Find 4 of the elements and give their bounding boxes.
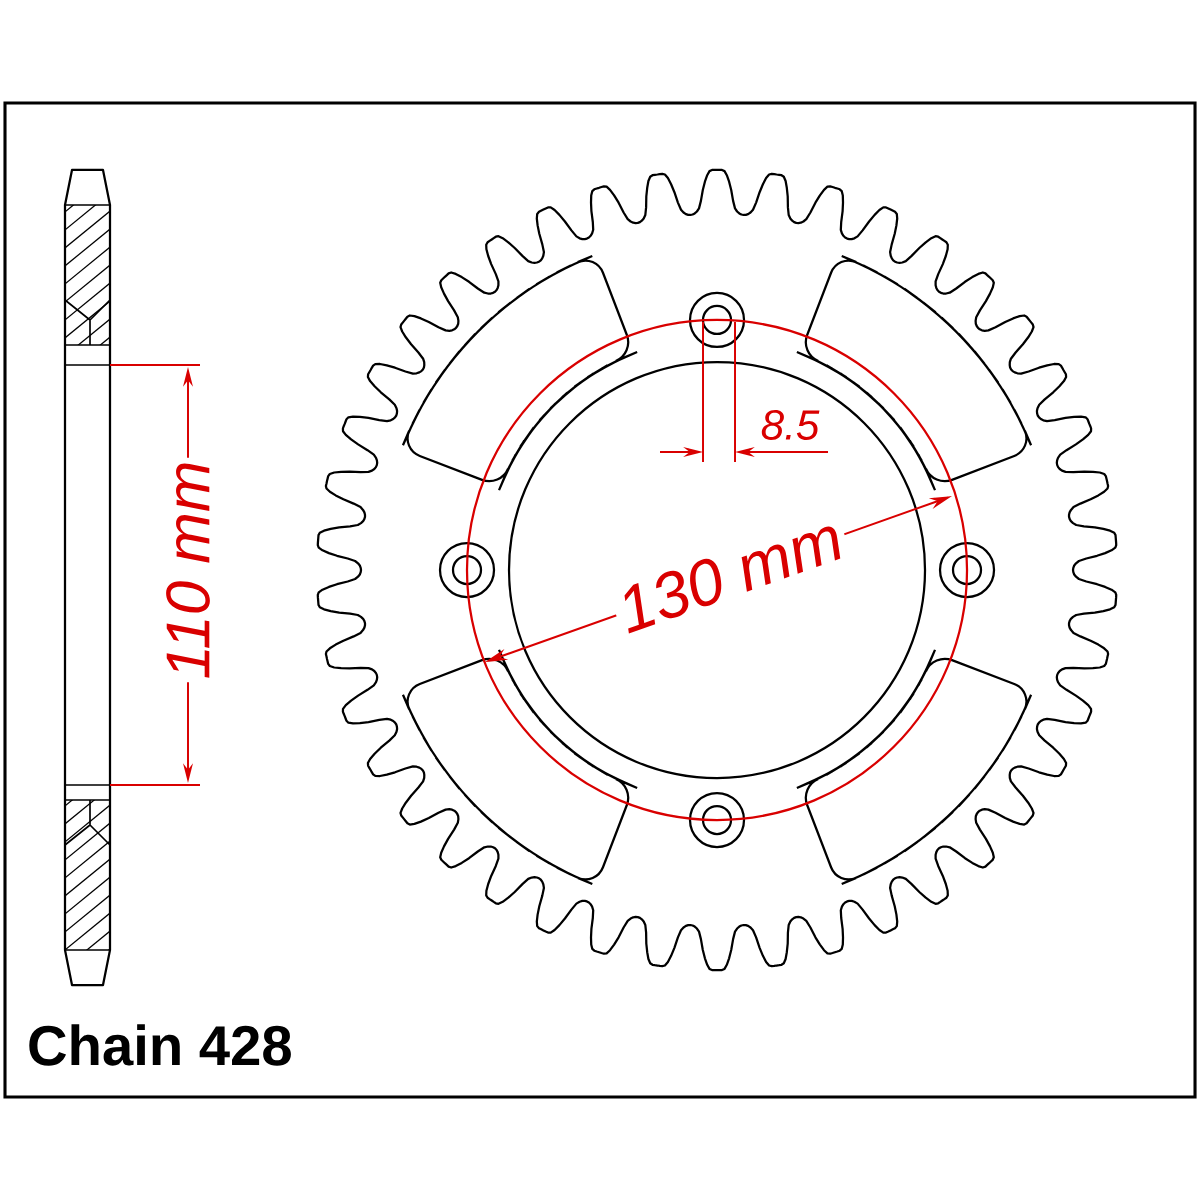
caption-text: Chain 428	[29, 1024, 291, 1066]
dimension-text: 8.5	[761, 410, 820, 440]
dimension-text: 110 mm	[163, 457, 213, 683]
dimension-text: 130 mm	[606, 508, 854, 640]
